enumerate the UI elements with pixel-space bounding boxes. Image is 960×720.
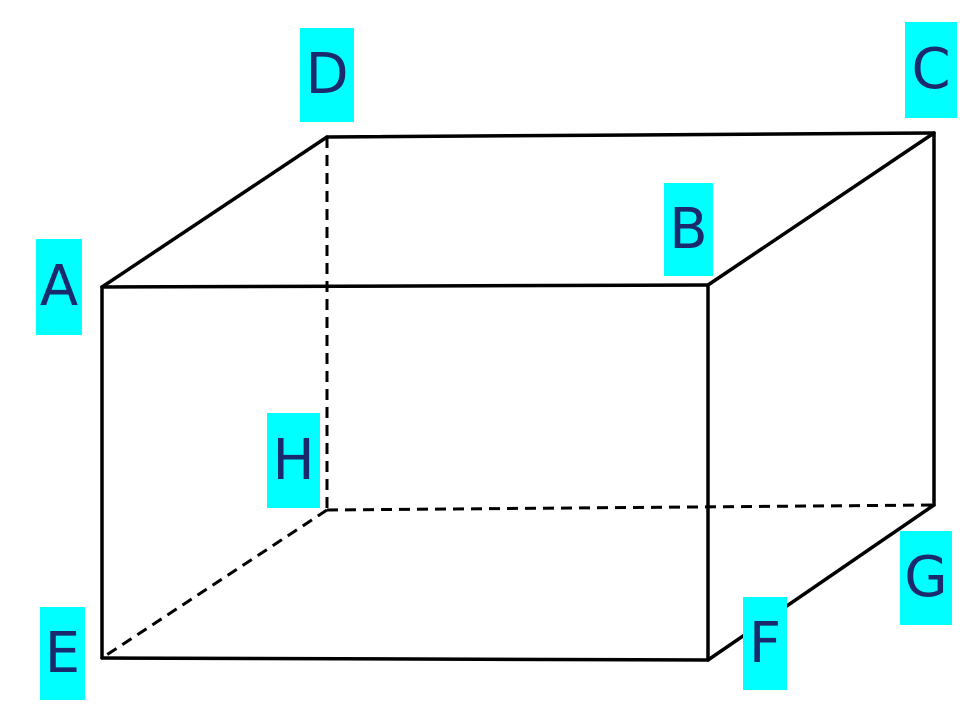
edge-AB [100, 283, 710, 289]
vertex-label-e: E [40, 607, 85, 700]
vertex-label-b: B [664, 183, 713, 276]
vertex-label-g: G [900, 531, 952, 625]
edge-CD [325, 131, 936, 139]
vertex-label-a: A [36, 239, 82, 335]
vertex-label-f: F [743, 597, 787, 690]
vertex-label-c: C [905, 22, 957, 118]
edge-BC [706, 131, 936, 287]
edge-DA [100, 135, 329, 289]
hidden-edge-HG [326, 503, 935, 512]
vertex-label-d: D [300, 28, 354, 122]
vertex-label-h: H [267, 413, 320, 508]
hidden-edge-HE [101, 508, 328, 660]
edge-EF [100, 656, 710, 662]
